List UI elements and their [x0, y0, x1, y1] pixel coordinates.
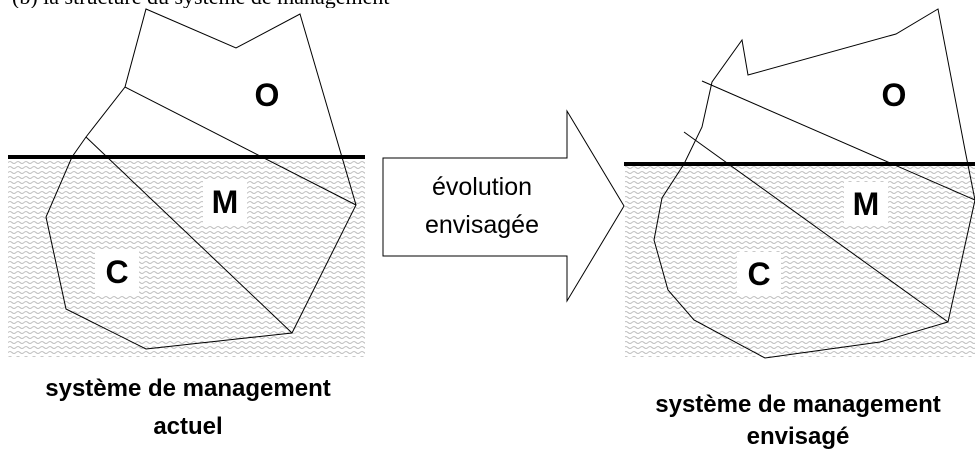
left-iceberg — [45, 8, 357, 350]
right-caption-line2: envisagé — [747, 423, 850, 449]
right-label-o: O — [882, 77, 907, 113]
right-panel: O M C système de management envisagé — [624, 8, 975, 449]
right-caption-line1: système de management — [655, 391, 940, 418]
arrow-shape — [382, 109, 625, 303]
evolution-arrow: évolution envisagée — [382, 109, 625, 303]
left-label-c: C — [105, 254, 128, 290]
arrow-text-line2: envisagée — [425, 211, 539, 239]
right-label-box-c — [737, 252, 781, 296]
left-panel: O M C système de management actuel — [8, 8, 365, 440]
left-label-box-m — [203, 180, 247, 224]
left-divider-mc — [85, 136, 293, 334]
top-clipped-text: (b) la structure du système de managemen… — [0, 0, 975, 8]
right-label-box-o — [873, 74, 915, 116]
left-caption-line1: système de management — [45, 375, 330, 402]
left-caption-line2: actuel — [153, 413, 222, 440]
left-label-m: M — [212, 184, 239, 220]
top-text: (b) la structure du système de managemen… — [12, 0, 390, 8]
right-submerged-area — [625, 165, 975, 357]
left-label-box-c — [95, 250, 139, 294]
left-submerged-area — [8, 157, 365, 357]
left-label-o: O — [255, 77, 280, 113]
right-label-box-m — [844, 182, 888, 226]
right-label-m: M — [853, 186, 880, 222]
left-divider-om — [124, 86, 357, 206]
right-label-c: C — [747, 256, 770, 292]
right-divider-om — [701, 80, 975, 201]
right-iceberg — [653, 8, 975, 359]
arrow-text-line1: évolution — [432, 173, 532, 201]
left-label-box-o — [248, 74, 286, 116]
